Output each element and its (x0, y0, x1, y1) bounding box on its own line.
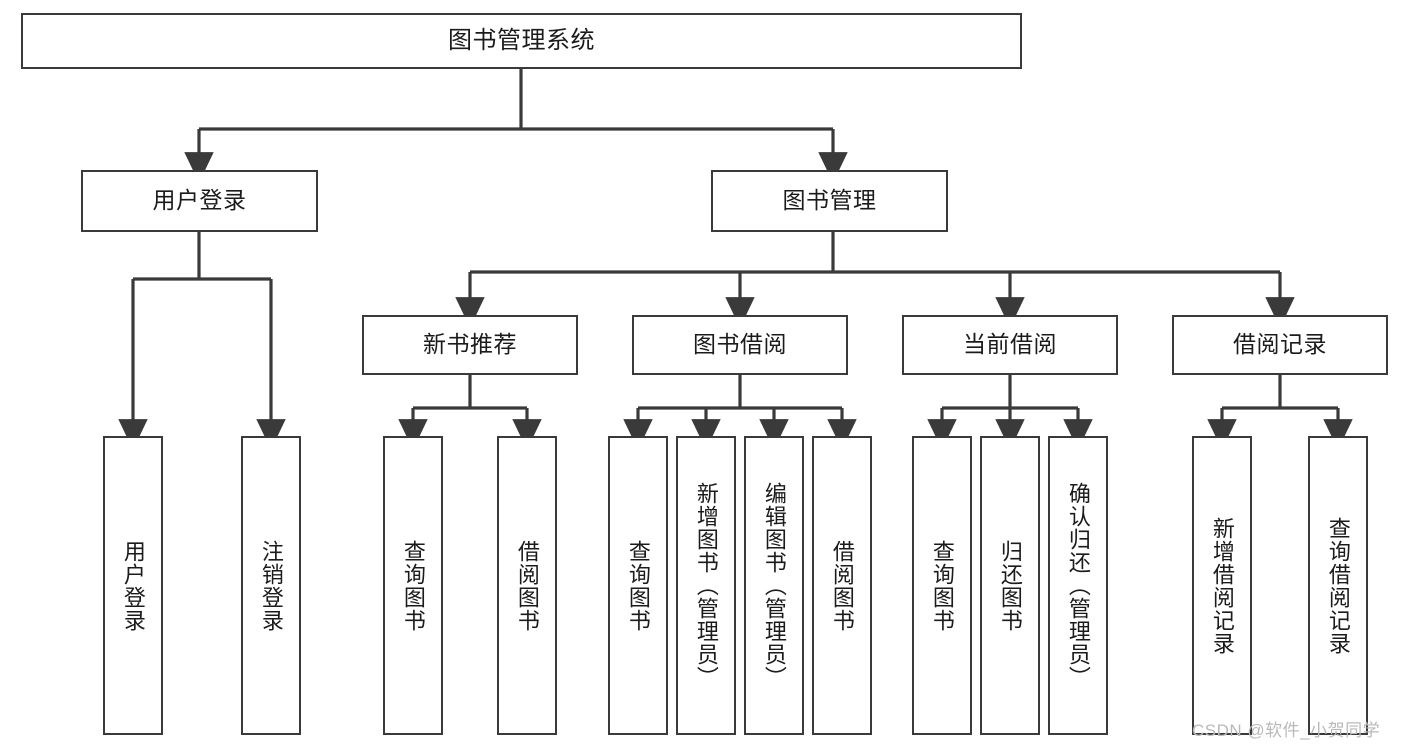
node-leaf-query-book-1[interactable]: 查询图书 (383, 436, 443, 735)
node-leaf-query-record[interactable]: 查询借阅记录 (1308, 436, 1368, 735)
node-leaf-user-login[interactable]: 用户登录 (103, 436, 163, 735)
node-label: 编辑图书（管理员） (761, 482, 787, 689)
node-leaf-edit-book[interactable]: 编辑图书（管理员） (744, 436, 804, 735)
node-leaf-logout-login[interactable]: 注销登录 (241, 436, 301, 735)
watermark-text: CSDN @软件_小贺同学 (1192, 721, 1381, 740)
node-root-system[interactable]: 图书管理系统 (21, 13, 1022, 69)
node-leaf-add-record[interactable]: 新增借阅记录 (1192, 436, 1252, 735)
node-label: 查询图书 (625, 539, 651, 632)
node-leaf-query-book-3[interactable]: 查询图书 (912, 436, 972, 735)
node-user-login[interactable]: 用户登录 (81, 170, 318, 232)
node-label: 查询借阅记录 (1325, 516, 1351, 655)
node-leaf-query-book-2[interactable]: 查询图书 (608, 436, 668, 735)
node-label: 借阅图书 (829, 539, 855, 632)
node-book-manage[interactable]: 图书管理 (711, 170, 948, 232)
node-leaf-add-book[interactable]: 新增图书（管理员） (676, 436, 736, 735)
node-label: 归还图书 (997, 539, 1023, 632)
node-leaf-confirm-return[interactable]: 确认归还（管理员） (1048, 436, 1108, 735)
node-label: 用户登录 (152, 187, 247, 214)
node-label: 新书推荐 (423, 331, 517, 358)
node-label: 查询图书 (929, 539, 955, 632)
node-label: 注销登录 (258, 539, 284, 632)
node-label: 查询图书 (400, 539, 426, 632)
node-label: 图书管理系统 (448, 26, 595, 54)
node-leaf-borrow-book-1[interactable]: 借阅图书 (497, 436, 557, 735)
node-label: 借阅记录 (1233, 331, 1327, 358)
node-label: 借阅图书 (514, 539, 540, 632)
node-new-book-recommend[interactable]: 新书推荐 (362, 315, 578, 375)
node-label: 确认归还（管理员） (1065, 482, 1091, 689)
node-leaf-return-book[interactable]: 归还图书 (980, 436, 1040, 735)
node-label: 新增借阅记录 (1209, 516, 1235, 655)
node-label: 新增图书（管理员） (693, 482, 719, 689)
node-label: 当前借阅 (963, 331, 1057, 358)
node-label: 图书管理 (782, 187, 877, 214)
node-leaf-borrow-book-2[interactable]: 借阅图书 (812, 436, 872, 735)
node-label: 图书借阅 (693, 331, 787, 358)
node-label: 用户登录 (120, 539, 146, 632)
node-current-borrow[interactable]: 当前借阅 (902, 315, 1118, 375)
node-book-borrow[interactable]: 图书借阅 (632, 315, 848, 375)
node-borrow-record[interactable]: 借阅记录 (1172, 315, 1388, 375)
